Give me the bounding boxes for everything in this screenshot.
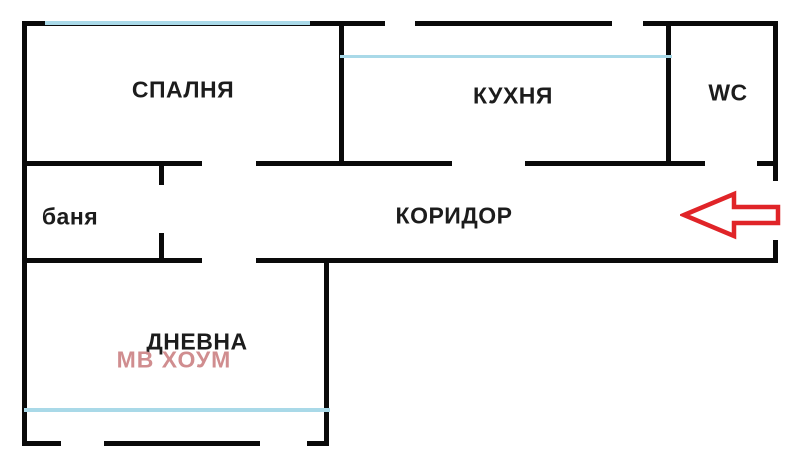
- wall-living-right: [324, 258, 329, 446]
- wall-top-right: [643, 21, 778, 26]
- kitchen-label: КУХНЯ: [473, 82, 553, 109]
- bedroom-label: СПАЛНЯ: [131, 76, 235, 103]
- watermark-text: МВ ХОУМ: [116, 346, 232, 373]
- wall-living-bottom-middle: [104, 441, 260, 446]
- wall-bedroom-bottom-left: [22, 161, 202, 166]
- wall-corridor-bottom: [256, 258, 778, 263]
- wall-bedroom-kitchen-bottom: [256, 161, 452, 166]
- wc-label: WC: [708, 79, 748, 106]
- wall-left-outer: [22, 21, 27, 446]
- wall-kitchen-bottom-right: [525, 161, 705, 166]
- entrance-arrow-icon: [678, 190, 784, 242]
- wall-top-middle: [415, 21, 612, 26]
- wall-bathroom-door-stub-bottom: [159, 233, 164, 263]
- corridor-label: КОРИДОР: [395, 202, 513, 229]
- kitchen-window: [340, 55, 672, 58]
- bathroom-label: баня: [41, 203, 99, 230]
- wall-living-bottom-right: [307, 441, 329, 446]
- living-room-window: [24, 408, 330, 412]
- wall-right-outer-top: [773, 21, 778, 181]
- wall-bathroom-door-stub-top: [159, 161, 164, 185]
- wall-bathroom-bottom: [22, 258, 202, 263]
- wall-living-bottom-left: [22, 441, 61, 446]
- wall-wc-bottom: [757, 161, 778, 166]
- wall-kitchen-wc-divider: [666, 21, 671, 166]
- wall-right-outer-bottom: [773, 240, 778, 263]
- wall-bedroom-kitchen-divider: [339, 21, 344, 166]
- living-room-label: ДНЕВНА: [146, 328, 248, 355]
- bedroom-window: [45, 21, 310, 25]
